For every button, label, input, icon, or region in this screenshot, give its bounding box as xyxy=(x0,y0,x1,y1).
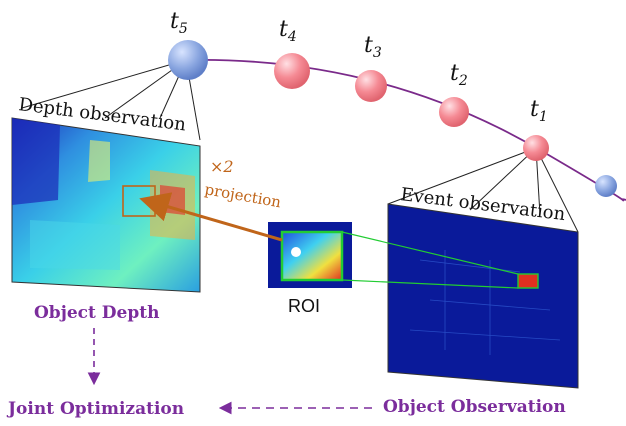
joint-optimization-label: Joint Optimization xyxy=(6,399,184,419)
node-t5 xyxy=(168,40,208,80)
label-t4: t4 xyxy=(279,17,297,45)
node-t2 xyxy=(439,97,469,127)
roi-label: ROI xyxy=(288,296,320,316)
node-t1 xyxy=(523,135,549,161)
node-t3 xyxy=(355,70,387,102)
label-t5: t5 xyxy=(170,9,188,37)
projection-label: projection xyxy=(203,180,283,211)
event-observation-panel xyxy=(387,203,579,389)
depth-observation-panel xyxy=(11,117,201,293)
projection-scale: ×2 xyxy=(210,157,234,176)
label-t1: t1 xyxy=(530,97,548,125)
object-observation-label: Object Observation xyxy=(383,397,566,417)
event-roi-box xyxy=(517,273,539,289)
node-t4 xyxy=(274,53,310,89)
node-next xyxy=(595,175,617,197)
roi-link-lines xyxy=(341,231,519,289)
object-depth-label: Object Depth xyxy=(34,303,159,323)
roi-image xyxy=(268,222,352,288)
label-t3: t3 xyxy=(364,33,382,61)
projection-arrow xyxy=(139,192,283,242)
timeline-curve xyxy=(187,58,626,202)
label-t2: t2 xyxy=(450,61,468,89)
